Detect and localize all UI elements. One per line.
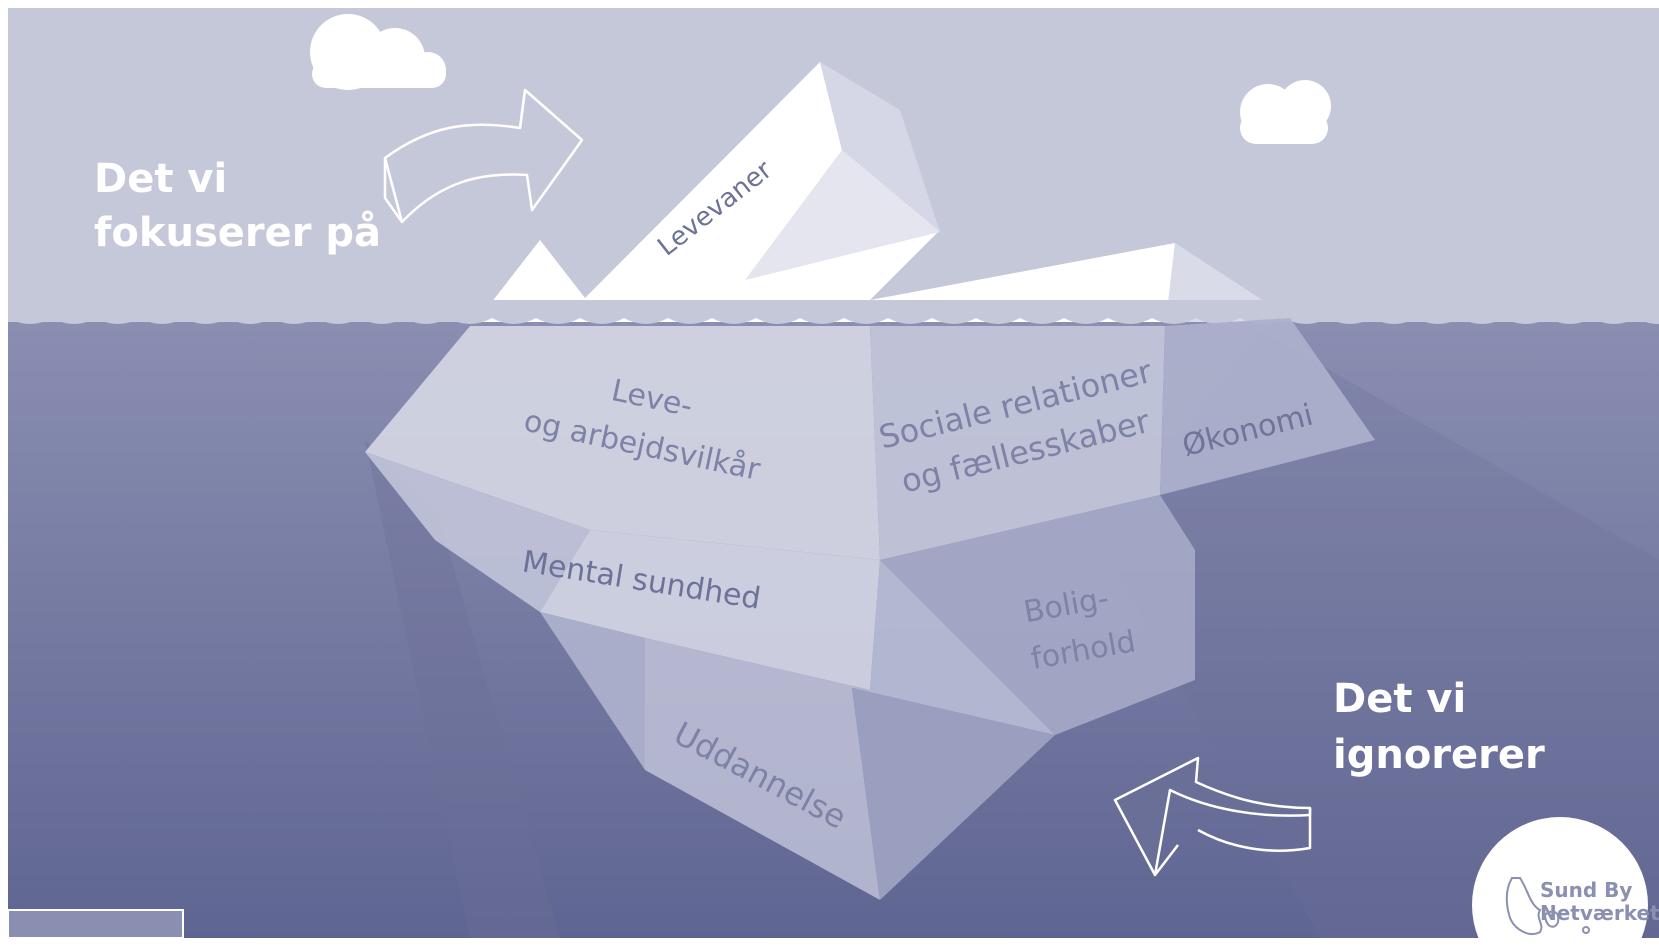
water-shadow [365,440,560,938]
heading-above-line1: Det vi [94,156,227,202]
iceberg-underwater [365,318,1375,900]
heading-above-line2: fokuserer på [94,209,381,256]
arrow-curved-back-icon [1113,756,1312,877]
logo-line2: Netværket [1540,901,1659,925]
denmark-map-icon [1505,877,1590,936]
heading-below-line2: ignorerer [1333,732,1545,778]
cloud-icon [310,14,446,90]
water-shadow [1100,330,1659,938]
cloud-icon [1240,80,1331,144]
corner-box [8,909,184,938]
logo-line1: Sund By [1540,878,1632,902]
heading-below-line1: Det vi [1333,676,1466,722]
arrow-right-icon [383,88,584,224]
logo: Sund By Netværket [1472,817,1659,938]
wave-line [8,300,1659,324]
